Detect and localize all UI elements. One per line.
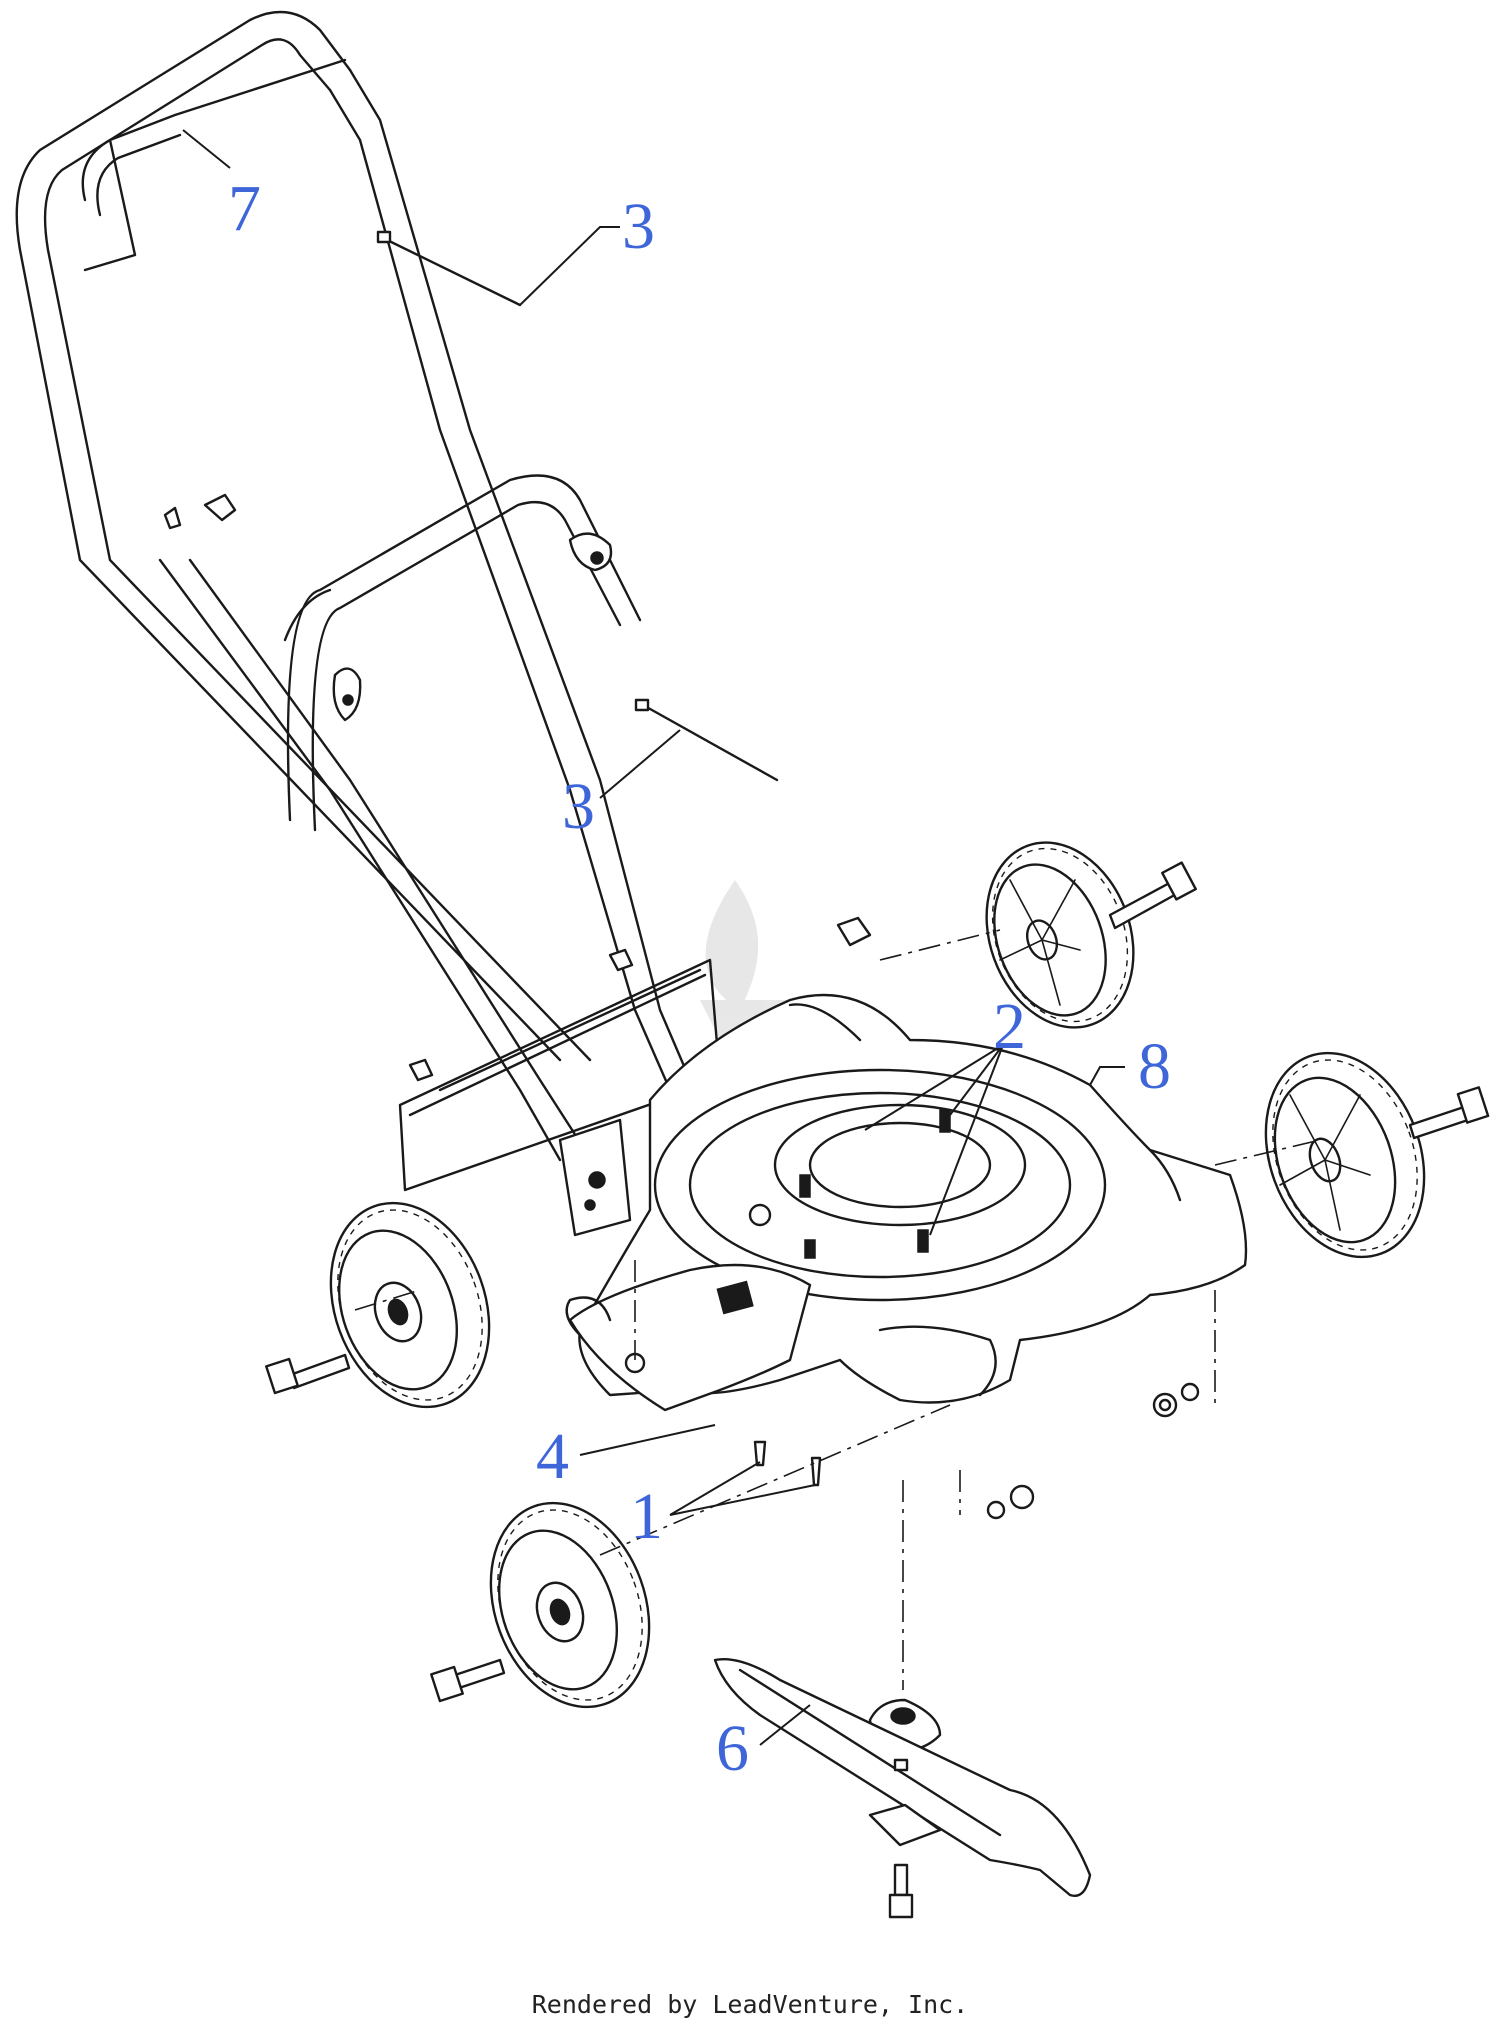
callout-4: 4 [536, 1420, 569, 1493]
handle-knob-right-upper [568, 532, 613, 572]
bolt-rear-left [265, 1353, 351, 1395]
callout-7: 7 [228, 172, 261, 245]
callout-2: 2 [993, 990, 1026, 1063]
rear-flap [398, 948, 722, 1192]
cable-tie-upper [376, 230, 522, 307]
leader-lines [182, 129, 1125, 1746]
callout-3-lower: 3 [562, 770, 595, 843]
wheel-front-left [489, 1501, 651, 1709]
handle-knob-left-upper [163, 493, 237, 530]
callout-8: 8 [1138, 1030, 1171, 1103]
blade [713, 1658, 1092, 1897]
footer-attribution: Rendered by LeadVenture, Inc. [531, 1990, 969, 2019]
bolt-rear-right [1108, 861, 1197, 930]
callout-6: 6 [716, 1712, 749, 1785]
handle-knob-right-lower [836, 916, 872, 947]
nuts-washers [624, 1352, 1200, 1520]
cable-tie-lower [634, 698, 779, 782]
wheel-rear-left [329, 1201, 491, 1409]
callout-3-upper: 3 [622, 190, 655, 263]
wheel-front-right [1264, 1051, 1426, 1259]
blade-bolt [868, 1803, 942, 1919]
wheel-rear-right [985, 841, 1135, 1029]
bolt-front-right [1408, 1086, 1490, 1140]
callout-1: 1 [630, 1480, 663, 1553]
assembly-center-lines [354, 929, 1321, 1690]
screws [753, 1440, 822, 1487]
mower-deck [558, 993, 1248, 1412]
engine-studs [748, 1109, 951, 1259]
handle-knob-left-lower [332, 667, 362, 722]
upper-handle [15, 10, 722, 1162]
bolt-front-left [430, 1658, 506, 1703]
